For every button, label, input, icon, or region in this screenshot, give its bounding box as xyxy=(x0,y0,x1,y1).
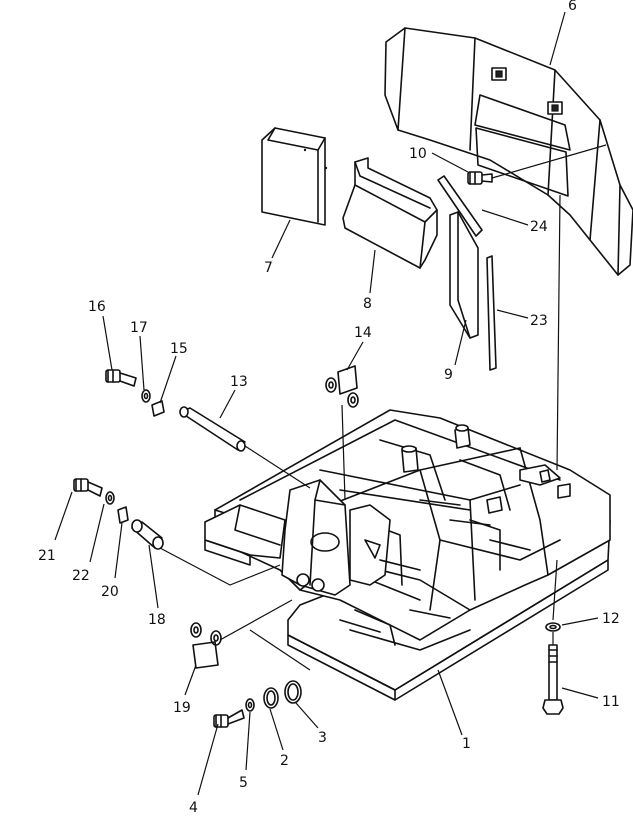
assembly-lines xyxy=(159,144,607,671)
part-2-bushing xyxy=(263,687,279,709)
callout-14: 14 xyxy=(354,325,372,341)
callout-18: 18 xyxy=(148,612,166,628)
part-18-pin xyxy=(131,519,164,550)
callout-21: 21 xyxy=(38,548,56,564)
part-1-main-frame xyxy=(204,409,611,701)
part-8-bent-plate xyxy=(342,157,438,269)
callout-12: 12 xyxy=(602,611,620,627)
callout-5: 5 xyxy=(239,775,248,791)
callout-22: 22 xyxy=(72,568,90,584)
callout-1: 1 xyxy=(462,736,471,752)
callout-10: 10 xyxy=(409,146,427,162)
callout-leaders xyxy=(54,11,599,796)
callout-2: 2 xyxy=(280,753,289,769)
part-12-washer xyxy=(545,622,561,632)
part-24-seal-strip xyxy=(437,175,483,237)
callout-9: 9 xyxy=(444,367,453,383)
part-6-rear-cover xyxy=(384,27,633,276)
callout-16: 16 xyxy=(88,299,106,315)
callout-17: 17 xyxy=(130,320,148,336)
part-11-long-bolt xyxy=(542,644,564,715)
callout-23: 23 xyxy=(530,313,548,329)
part-20-lock-plate xyxy=(117,506,129,524)
part-14-washers xyxy=(325,365,359,408)
part-15-lock-plate xyxy=(151,400,165,417)
callout-13: 13 xyxy=(230,374,248,390)
callout-6: 6 xyxy=(568,0,577,14)
callout-3: 3 xyxy=(318,730,327,746)
part-10-bolt xyxy=(467,171,493,185)
part-9-plate xyxy=(449,211,479,339)
part-21-bolt xyxy=(73,478,103,497)
part-13-pin xyxy=(179,406,246,452)
callout-labels: 6 10 24 7 8 23 9 16 17 15 14 13 21 22 20… xyxy=(38,0,620,816)
callout-20: 20 xyxy=(101,584,119,600)
part-3-bushing xyxy=(284,680,302,704)
callout-11: 11 xyxy=(602,694,620,710)
callout-15: 15 xyxy=(170,341,188,357)
part-17-washer xyxy=(141,389,151,403)
callout-19: 19 xyxy=(173,700,191,716)
part-7-side-panel xyxy=(261,127,328,226)
part-19-washers xyxy=(190,622,222,669)
callout-4: 4 xyxy=(189,800,198,816)
part-4-bolt xyxy=(213,709,245,728)
callout-7: 7 xyxy=(264,260,273,276)
callout-8: 8 xyxy=(363,296,372,312)
part-22-washer xyxy=(105,491,115,505)
part-23-seal-strip xyxy=(486,255,497,371)
part-16-bolt xyxy=(105,369,137,387)
callout-24: 24 xyxy=(530,219,548,235)
part-5-washer xyxy=(245,698,255,712)
